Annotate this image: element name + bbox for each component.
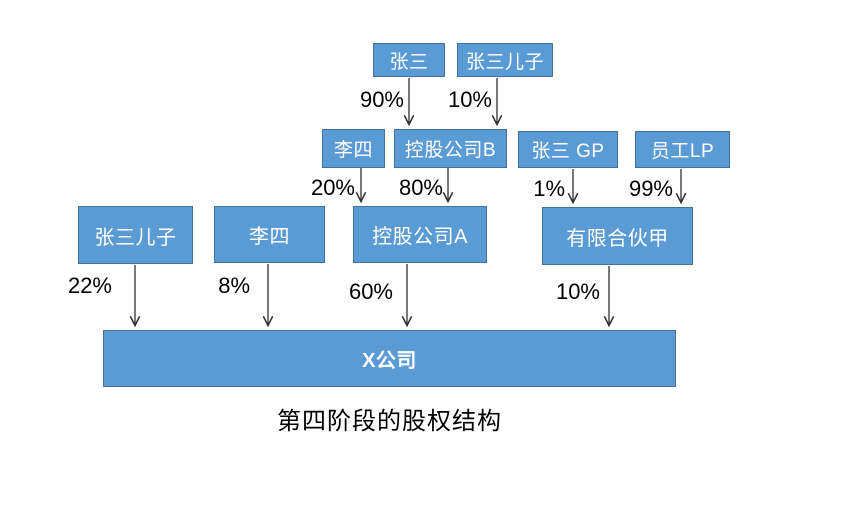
node-zhangsan-son-top: 张三儿子 — [457, 43, 553, 77]
edge-label-22pct: 22% — [67, 273, 112, 298]
node-zhangsan-son: 张三儿子 — [78, 206, 193, 264]
node-zhangsan-gp: 张三 GP — [518, 131, 618, 168]
edge-label-1pct: 1% — [533, 176, 565, 201]
node-lisi-mid: 李四 — [322, 129, 385, 168]
edge-label-99pct: 99% — [628, 176, 673, 201]
edge-label-8pct: 8% — [218, 273, 250, 298]
edge-label-10pct: 10% — [447, 87, 492, 112]
node-lisi: 李四 — [214, 206, 325, 263]
node-x-company: X公司 — [103, 330, 676, 387]
edge-label-20pct: 20% — [310, 175, 355, 200]
edge-label-90pct: 90% — [359, 87, 404, 112]
edge-label-60pct: 60% — [348, 279, 393, 304]
diagram-caption: 第四阶段的股权结构 — [277, 408, 502, 435]
edge-label-80pct: 80% — [398, 175, 443, 200]
edge-label-10pct-bottom: 10% — [555, 279, 600, 304]
node-employee-lp: 员工LP — [635, 131, 730, 168]
node-holding-company-b: 控股公司B — [394, 129, 507, 168]
node-limited-partnership-jia: 有限合伙甲 — [542, 207, 693, 265]
node-holding-company-a: 控股公司A — [353, 206, 487, 263]
node-zhangsan-top: 张三 — [373, 43, 445, 77]
